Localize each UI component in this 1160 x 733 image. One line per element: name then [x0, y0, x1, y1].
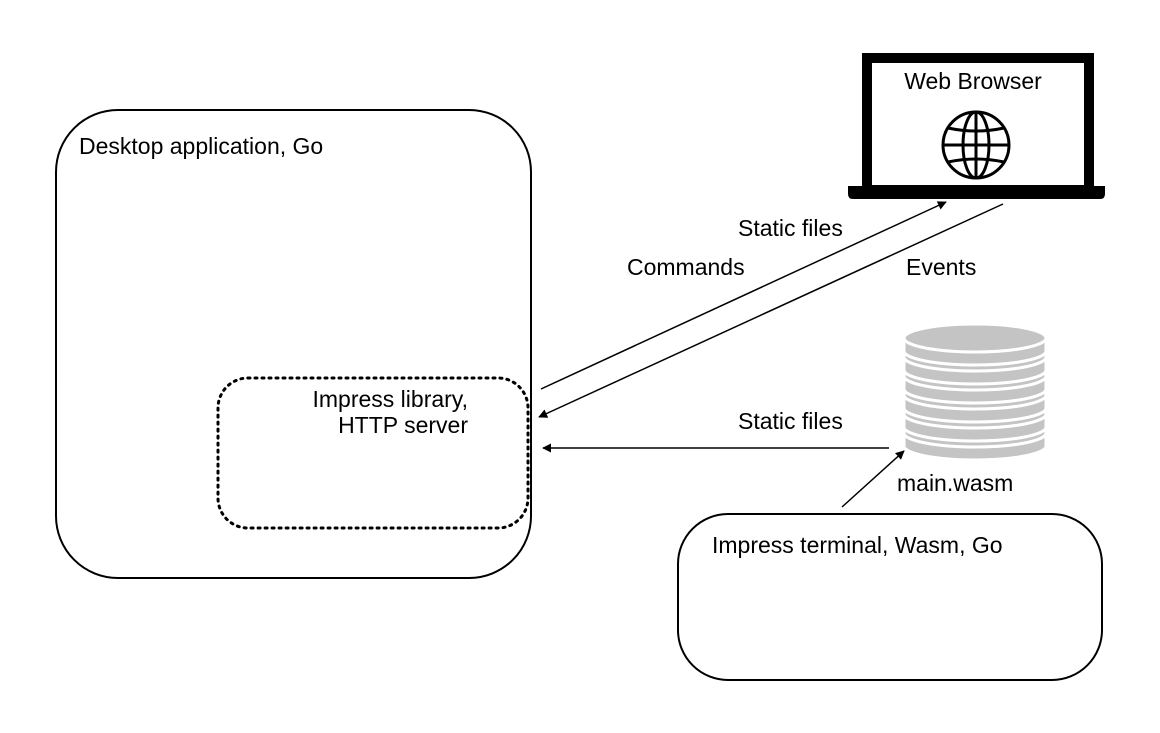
static-files-to-browser-label: Static files: [738, 215, 843, 241]
desktop-application-box: [55, 109, 532, 579]
arrow-browser-to-library: [538, 203, 1004, 418]
impress-library-label: Impress library, HTTP server: [288, 386, 469, 438]
desktop-application-title: Desktop application, Go: [79, 133, 324, 159]
web-browser-title: Web Browser: [904, 68, 1042, 94]
globe-icon: [941, 110, 1011, 180]
impress-terminal-title: Impress terminal, Wasm, Go: [712, 532, 1003, 558]
arrow-terminal-to-storage: [841, 450, 905, 508]
laptop-icon: [848, 53, 1105, 199]
impress-library-line1: Impress library,: [312, 386, 469, 412]
database-icon: [902, 322, 1048, 462]
impress-library-line2: HTTP server: [338, 412, 468, 438]
impress-library-box: [216, 376, 530, 530]
static-files-from-storage-label: Static files: [738, 408, 843, 434]
commands-label: Commands: [627, 254, 745, 280]
events-label: Events: [906, 254, 977, 280]
impress-terminal-box: [677, 513, 1103, 681]
arrow-library-to-browser: [540, 201, 947, 390]
main-wasm-label: main.wasm: [897, 470, 1014, 496]
